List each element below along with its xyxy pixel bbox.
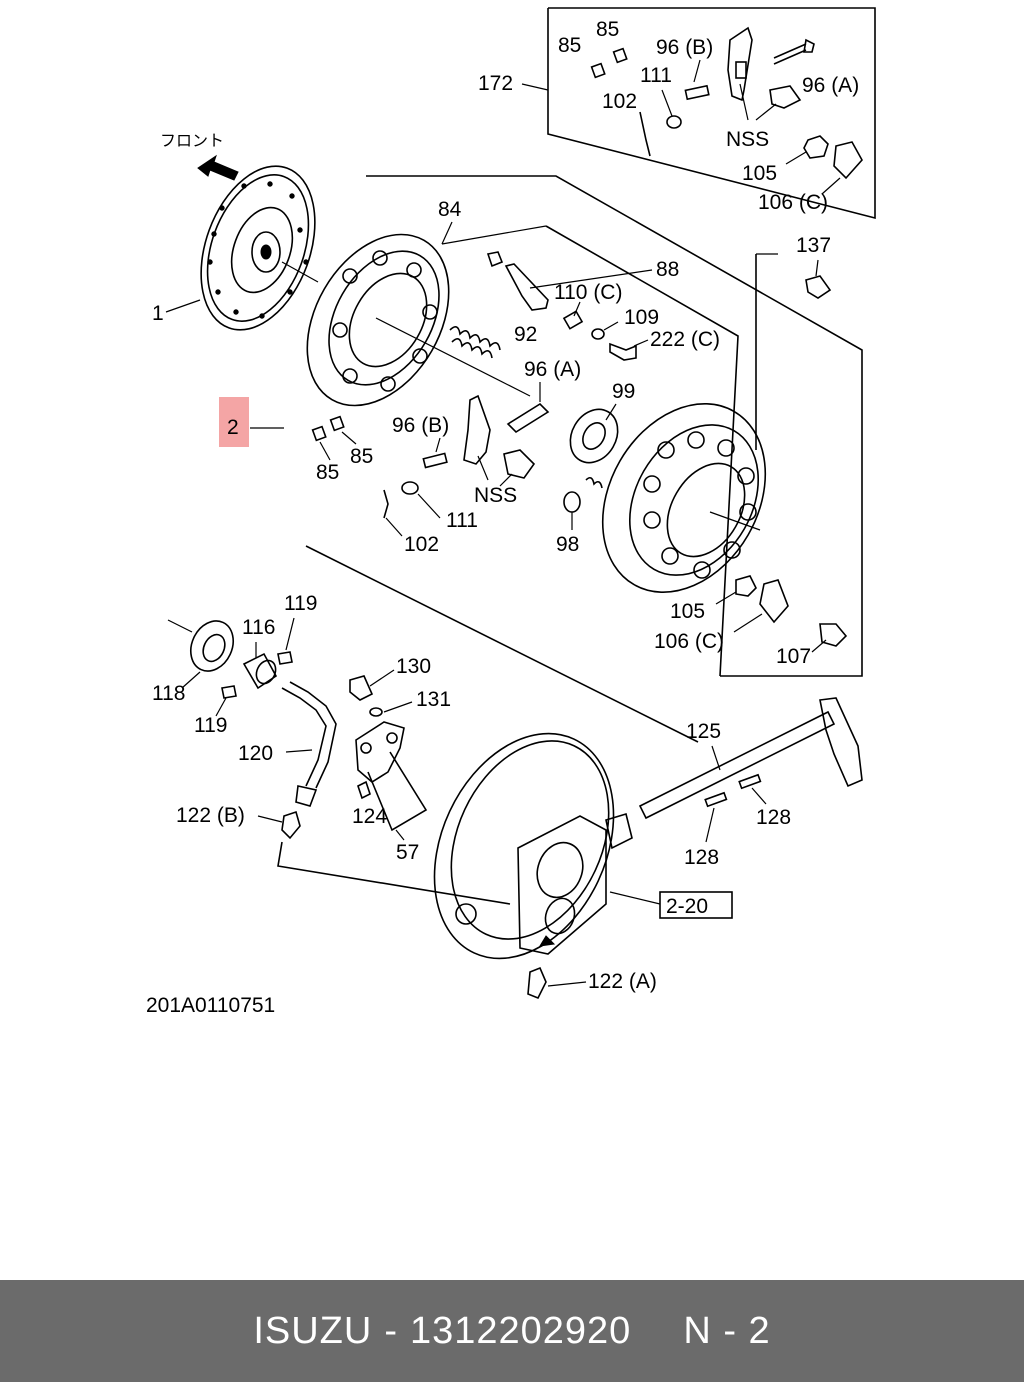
callout-118[interactable]: 118 [152,682,185,705]
footer-separator: - [384,1309,398,1352]
callout-99[interactable]: 99 [612,380,635,403]
callout-2-20[interactable]: 2-20 [666,895,708,918]
callout-111-inset[interactable]: 111 [640,64,672,87]
assembly-outline [366,175,863,677]
inset-172-frame [547,7,876,220]
callout-102-inset[interactable]: 102 [602,90,637,113]
callout-130[interactable]: 130 [396,655,431,678]
drawing-code: 201A0110751 [146,994,275,1017]
callout-110c[interactable]: 110 (C) [554,281,622,304]
callout-120[interactable]: 120 [238,742,273,765]
callout-119-a[interactable]: 119 [284,592,317,615]
front-label: フロント [160,133,224,150]
callout-96b-inset[interactable]: 96 (B) [656,36,713,59]
highlight-box [219,397,249,447]
callout-105-inset[interactable]: 105 [742,162,777,185]
exploded-parts-diagram: 172 85 85 96 (B) 111 102 96 (A) NSS 105 … [146,7,876,1017]
pressure-plate[interactable] [278,209,477,430]
callout-85-a[interactable]: 85 [316,461,339,484]
callout-88[interactable]: 88 [656,258,679,281]
callout-1[interactable]: 1 [152,302,164,325]
callout-57[interactable]: 57 [396,841,419,864]
callout-nss[interactable]: NSS [474,484,517,507]
release-group-outline [305,545,699,743]
callout-128-b[interactable]: 128 [684,846,719,869]
callout-96a-inset[interactable]: 96 (A) [802,74,859,97]
callout-124[interactable]: 124 [352,805,387,828]
callout-85-inset-a[interactable]: 85 [596,18,619,41]
callout-172[interactable]: 172 [478,72,513,95]
callout-116[interactable]: 116 [242,616,275,639]
callout-85-b[interactable]: 85 [350,445,373,468]
callout-131[interactable]: 131 [416,688,451,711]
footer-bar: ISUZU - 1312202920 N - 2 [0,1280,1024,1382]
footer-part-number: 1312202920 [409,1309,632,1352]
clutch-disc[interactable] [180,150,336,345]
callout-84[interactable]: 84 [438,198,462,221]
callout-106c-inset[interactable]: 106 (C) [758,191,828,214]
callout-85-inset-b[interactable]: 85 [558,34,581,57]
callout-109[interactable]: 109 [624,306,659,329]
callout-222c[interactable]: 222 (C) [650,328,720,351]
clutch-housing[interactable] [400,704,648,987]
callout-106c[interactable]: 106 (C) [654,630,724,653]
callout-128-a[interactable]: 128 [756,806,791,829]
callout-105[interactable]: 105 [670,600,705,623]
callout-2[interactable]: 2 [227,416,239,439]
callout-nss-inset[interactable]: NSS [726,128,769,151]
callout-102[interactable]: 102 [404,533,439,556]
footer-page-ref: N - 2 [683,1309,771,1352]
callout-98[interactable]: 98 [556,533,579,556]
callout-125[interactable]: 125 [686,720,721,743]
callout-119-b[interactable]: 119 [194,714,227,737]
callout-122b[interactable]: 122 (B) [176,804,245,827]
callout-96a[interactable]: 96 (A) [524,358,581,381]
front-arrow-icon [197,154,239,181]
callout-92[interactable]: 92 [514,323,537,346]
callout-122a[interactable]: 122 (A) [588,970,657,993]
footer-brand: ISUZU [253,1309,373,1352]
callout-96b[interactable]: 96 (B) [392,414,449,437]
callout-111[interactable]: 111 [446,509,478,532]
callout-137[interactable]: 137 [796,234,831,257]
callout-107[interactable]: 107 [776,645,811,668]
clutch-cover[interactable] [570,374,798,621]
